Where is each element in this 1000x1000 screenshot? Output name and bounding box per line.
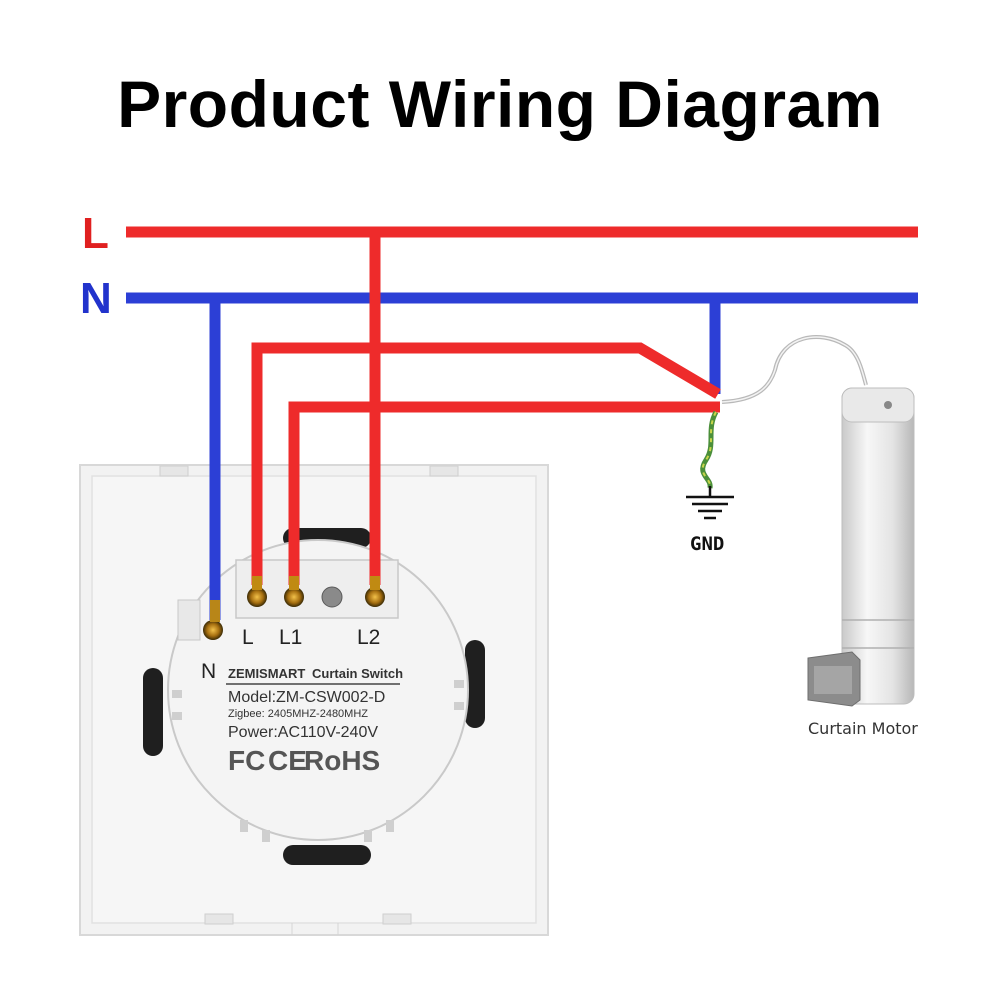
live-wires bbox=[126, 226, 918, 585]
switch-frequency: Zigbee: 2405MHZ-2480MHZ bbox=[228, 708, 368, 720]
neutral-wire-tip bbox=[210, 600, 220, 622]
terminal-label-l: L bbox=[242, 626, 254, 649]
switch-brand: ZEMISMART bbox=[228, 666, 305, 681]
curtain-motor bbox=[807, 387, 915, 707]
terminal-screws bbox=[203, 586, 385, 640]
terminal-label-l1: L1 bbox=[279, 626, 302, 649]
live-wire-l1-to-motor bbox=[288, 401, 720, 585]
ground-label: GND bbox=[690, 533, 724, 555]
wire-tips bbox=[252, 576, 380, 590]
neutral-label: N bbox=[80, 274, 112, 323]
switch-model: Model:ZM-CSW002-D bbox=[228, 689, 385, 706]
cert-fc: FC bbox=[228, 745, 265, 776]
page-title: Product Wiring Diagram bbox=[117, 67, 883, 141]
live-wire-l-to-motor bbox=[251, 342, 721, 585]
cert-rohs: RoHS bbox=[304, 745, 380, 776]
cert-ce: CE bbox=[268, 745, 307, 776]
switch-power: Power:AC110V-240V bbox=[228, 724, 378, 741]
ground-symbol bbox=[686, 486, 734, 520]
neutral-wires bbox=[126, 292, 918, 620]
motor-label: Curtain Motor bbox=[808, 719, 918, 738]
switch-product-name: Curtain Switch bbox=[312, 666, 403, 681]
terminal-label-n: N bbox=[201, 660, 216, 683]
live-label: L bbox=[82, 209, 109, 258]
terminal-label-l2: L2 bbox=[357, 626, 380, 649]
